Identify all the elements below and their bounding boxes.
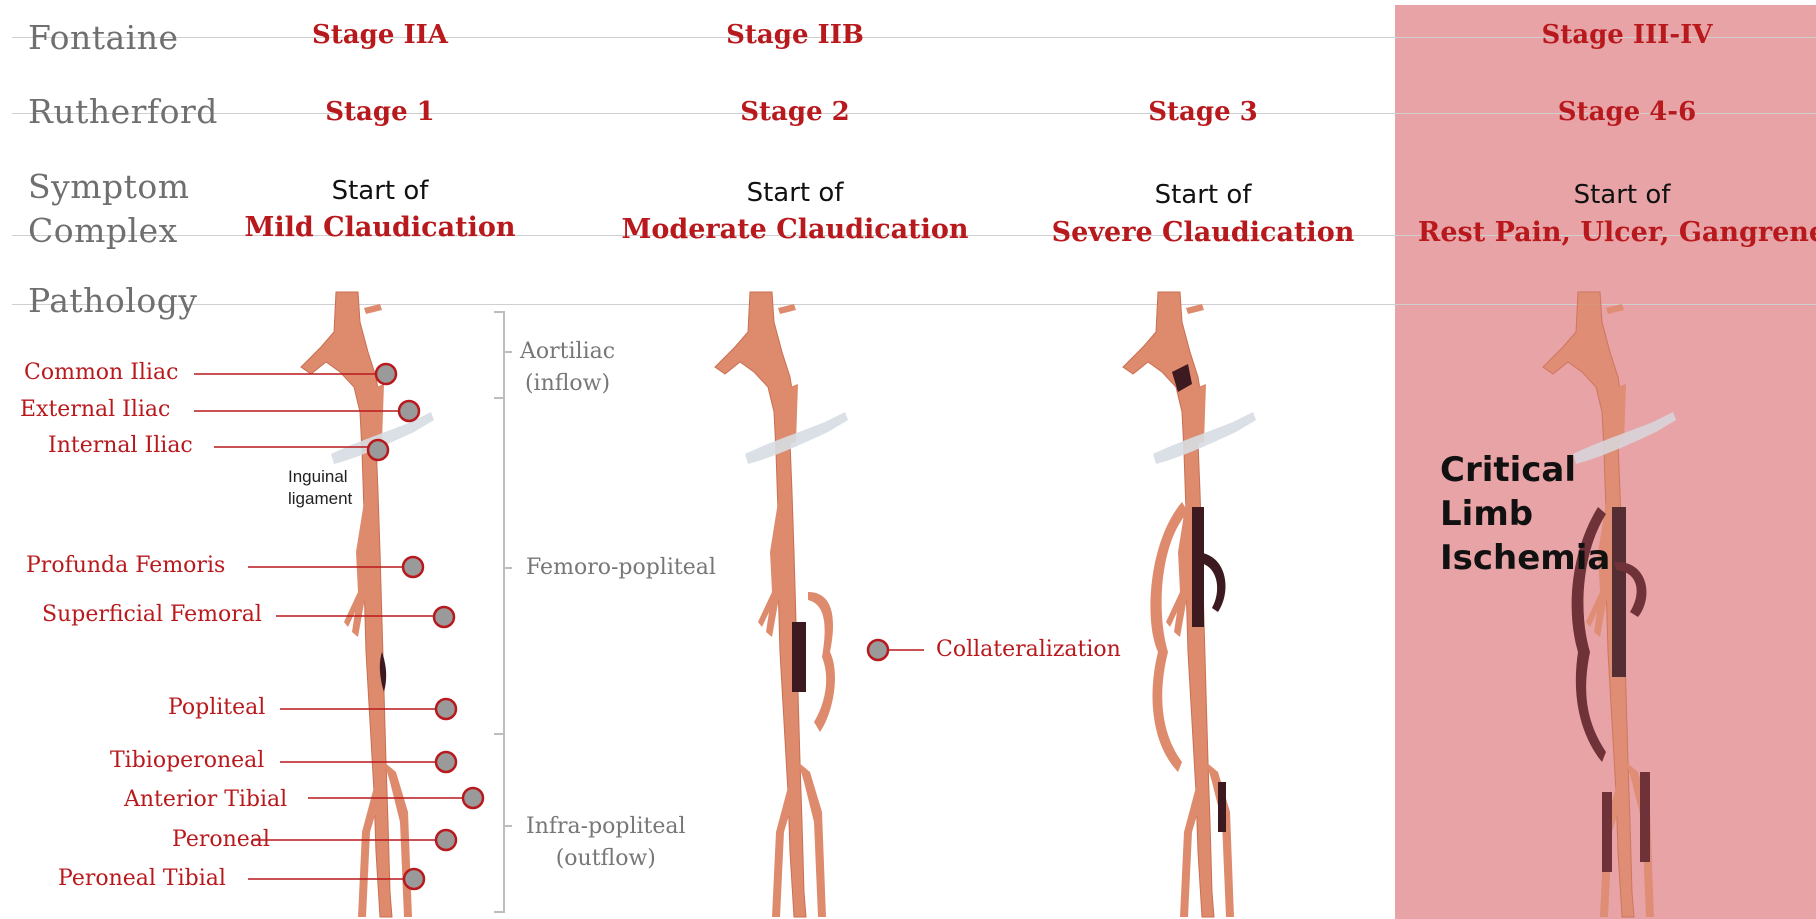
- label-external-iliac: External Iliac: [20, 397, 170, 422]
- critical-line2: Limb: [1440, 492, 1610, 536]
- label-collateralization: Collateralization: [936, 637, 1121, 662]
- label-common-iliac: Common Iliac: [24, 360, 178, 385]
- label-popliteal: Popliteal: [168, 695, 265, 720]
- region-aortoiliac-line1: Aortiliac: [520, 336, 615, 368]
- region-infra-popliteal: Infra-popliteal (outflow): [526, 811, 686, 875]
- inguinal-line2: ligament: [288, 488, 352, 510]
- inguinal-ligament-label: Inguinal ligament: [288, 466, 352, 510]
- region-brackets: [494, 312, 512, 912]
- label-anterior-tibial: Anterior Tibial: [124, 787, 287, 812]
- region-aortoiliac-line2: (inflow): [520, 368, 615, 400]
- label-peroneal: Peroneal: [172, 827, 270, 852]
- region-infra-line1: Infra-popliteal: [526, 811, 686, 843]
- critical-limb-ischemia-title: Critical Limb Ischemia: [1440, 448, 1610, 580]
- artery-leg-stage-4: [1543, 292, 1676, 917]
- label-internal-iliac: Internal Iliac: [48, 433, 193, 458]
- region-femoro-popliteal: Femoro-popliteal: [526, 552, 716, 584]
- region-infra-line2: (outflow): [526, 843, 686, 875]
- label-superficial-femoral: Superficial Femoral: [42, 602, 262, 627]
- critical-line1: Critical: [1440, 448, 1610, 492]
- critical-line3: Ischemia: [1440, 536, 1610, 580]
- inguinal-line1: Inguinal: [288, 466, 352, 488]
- label-peroneal-tibial: Peroneal Tibial: [58, 866, 226, 891]
- artery-leg-stage-3: [1123, 292, 1256, 917]
- label-profunda-femoris: Profunda Femoris: [26, 553, 225, 578]
- label-tibioperoneal: Tibioperoneal: [110, 748, 264, 773]
- artery-leg-stage-2: [715, 292, 848, 917]
- region-aortoiliac: Aortiliac (inflow): [520, 336, 615, 400]
- artery-leg-stage-1: [301, 292, 434, 917]
